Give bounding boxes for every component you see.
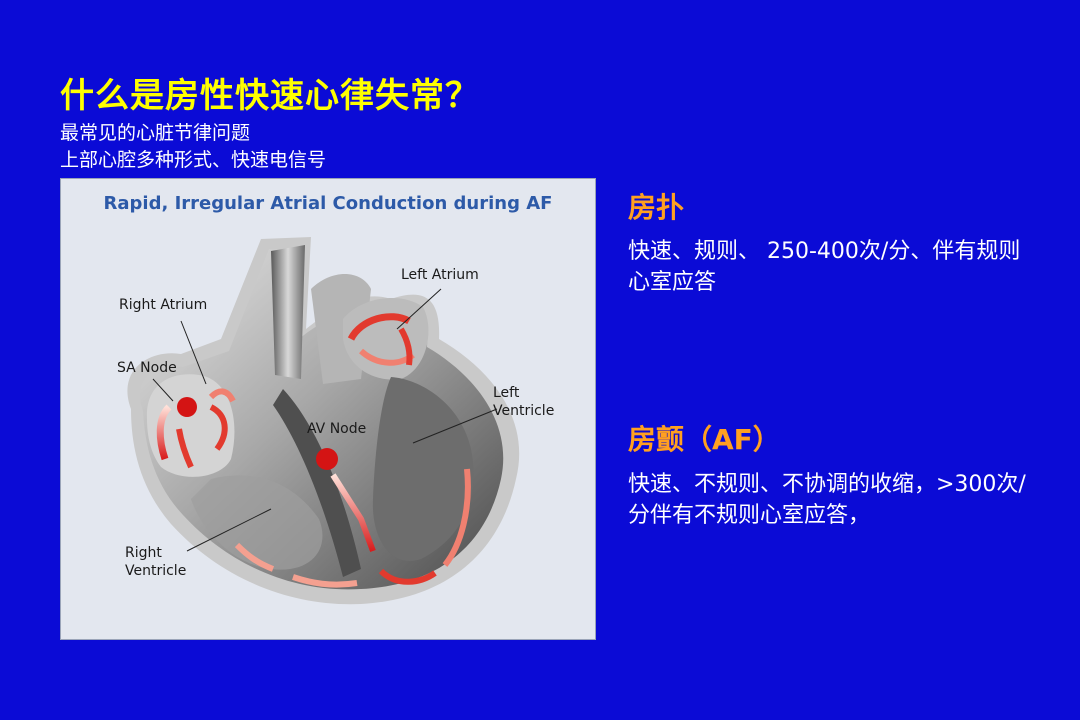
label-right-ventricle-line2: Ventricle bbox=[125, 563, 187, 579]
subtitle-line-1: 最常见的心脏节律问题 bbox=[60, 122, 251, 144]
label-av-node: AV Node bbox=[307, 421, 367, 437]
label-sa-node: SA Node bbox=[117, 360, 177, 376]
label-right-atrium: Right Atrium bbox=[119, 297, 208, 313]
section-heading-atrial-fibrillation: 房颤（AF） bbox=[628, 423, 781, 456]
label-right-ventricle-line1: Right bbox=[125, 545, 162, 561]
subtitle-line-2: 上部心腔多种形式、快速电信号 bbox=[60, 149, 327, 171]
heart-illustration bbox=[127, 237, 520, 605]
section-text-atrial-flutter: 快速、规则、 250-400次/分、伴有规则心室应答 bbox=[628, 239, 1021, 295]
label-left-ventricle-line2: Ventricle bbox=[493, 403, 555, 419]
slide-title: 什么是房性快速心律失常？ bbox=[60, 76, 480, 116]
label-left-atrium: Left Atrium bbox=[401, 267, 479, 283]
label-left-ventricle-line1: Left bbox=[493, 385, 520, 401]
section-heading-atrial-flutter: 房扑 bbox=[628, 191, 685, 224]
section-text-atrial-fibrillation: 快速、不规则、不协调的收缩，>300次/分伴有不规则心室应答， bbox=[628, 472, 1026, 528]
heart-diagram-figure: Rapid, Irregular Atrial Conduction durin… bbox=[60, 178, 596, 640]
figure-title: Rapid, Irregular Atrial Conduction durin… bbox=[103, 193, 553, 214]
